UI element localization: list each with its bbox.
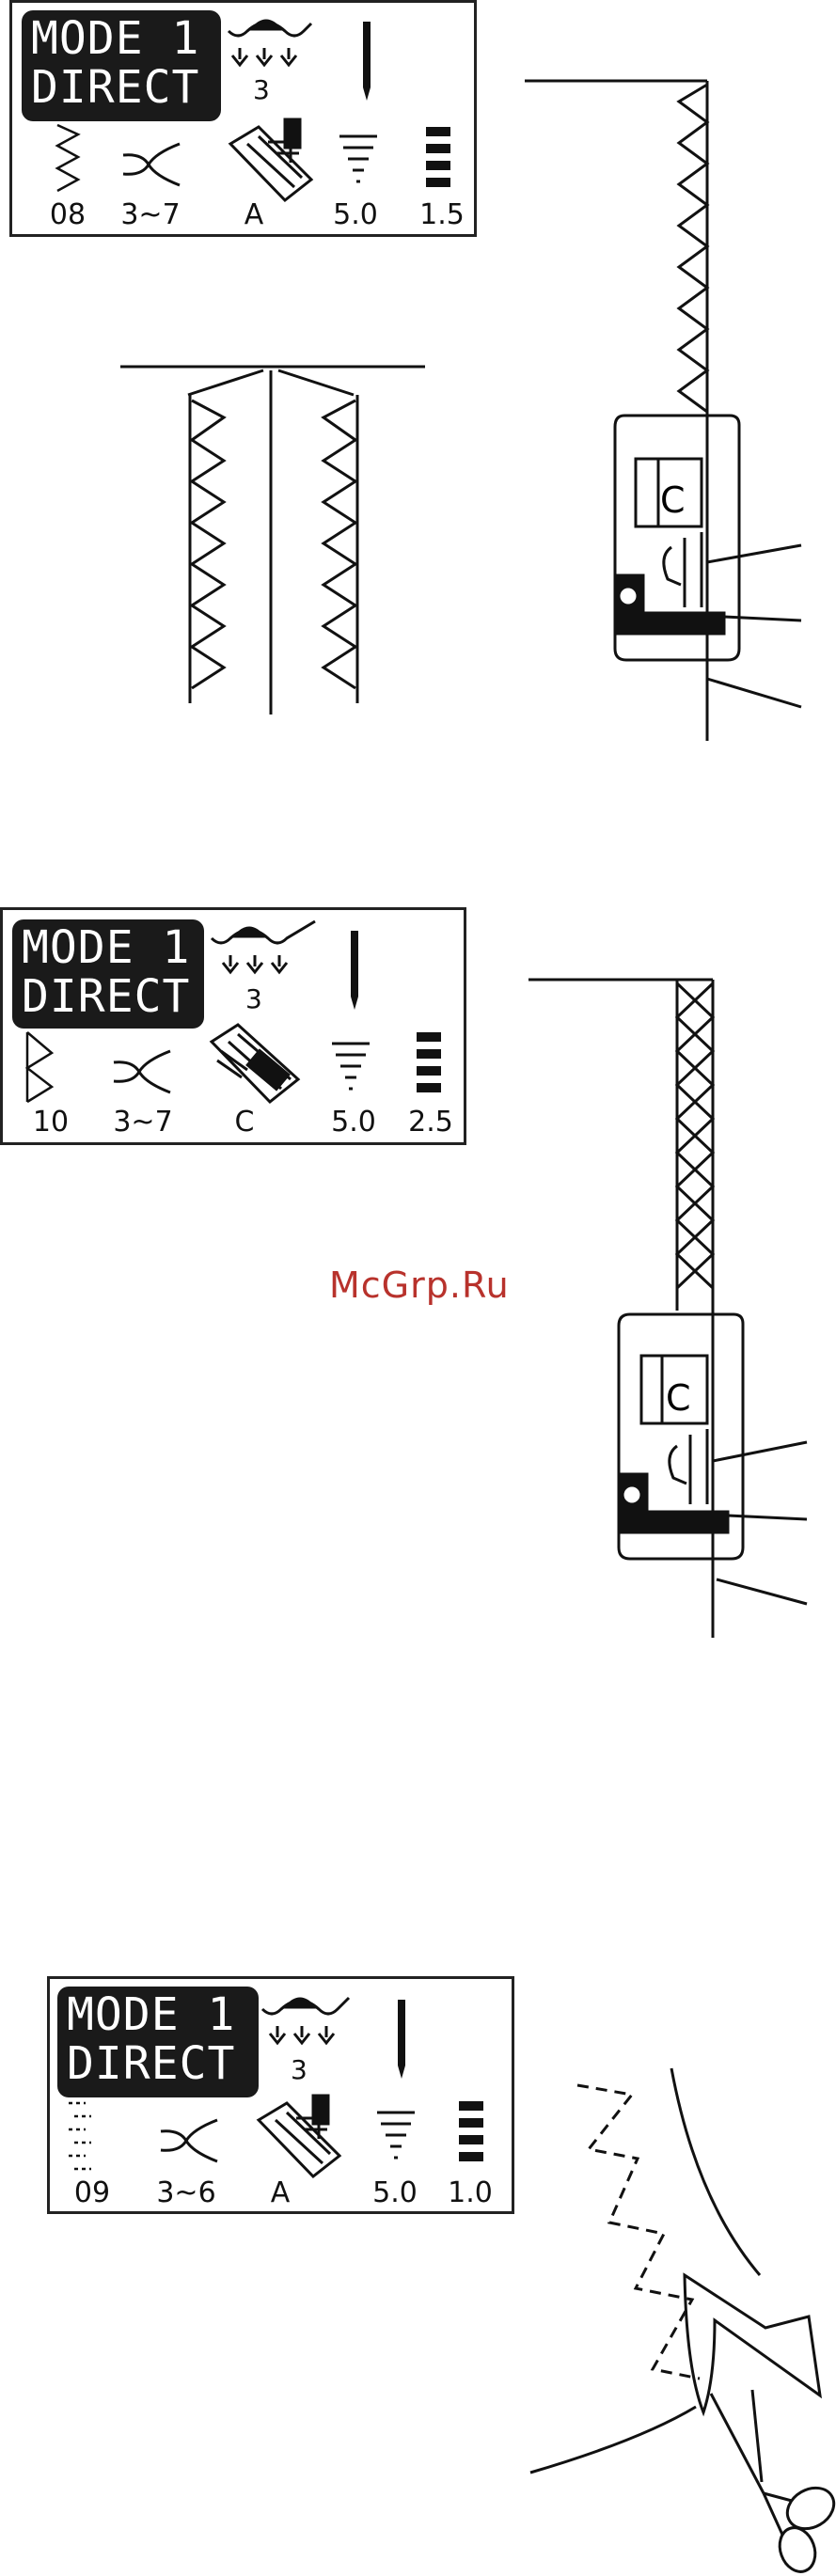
blind-hem-illustration [530,2068,820,2473]
foot-letter-c: C [660,479,686,521]
edge-overlock-foot-illustration [528,980,807,1638]
double-zigzag-seam-illustration [120,367,425,715]
scissors-icon [711,2390,836,2576]
watermark: McGrp.Ru [329,1264,510,1306]
edge-zigzag-foot-illustration [525,81,801,741]
blind-hem-stitch-line [577,2085,700,2379]
foot-letter-c: C [666,1377,691,1419]
